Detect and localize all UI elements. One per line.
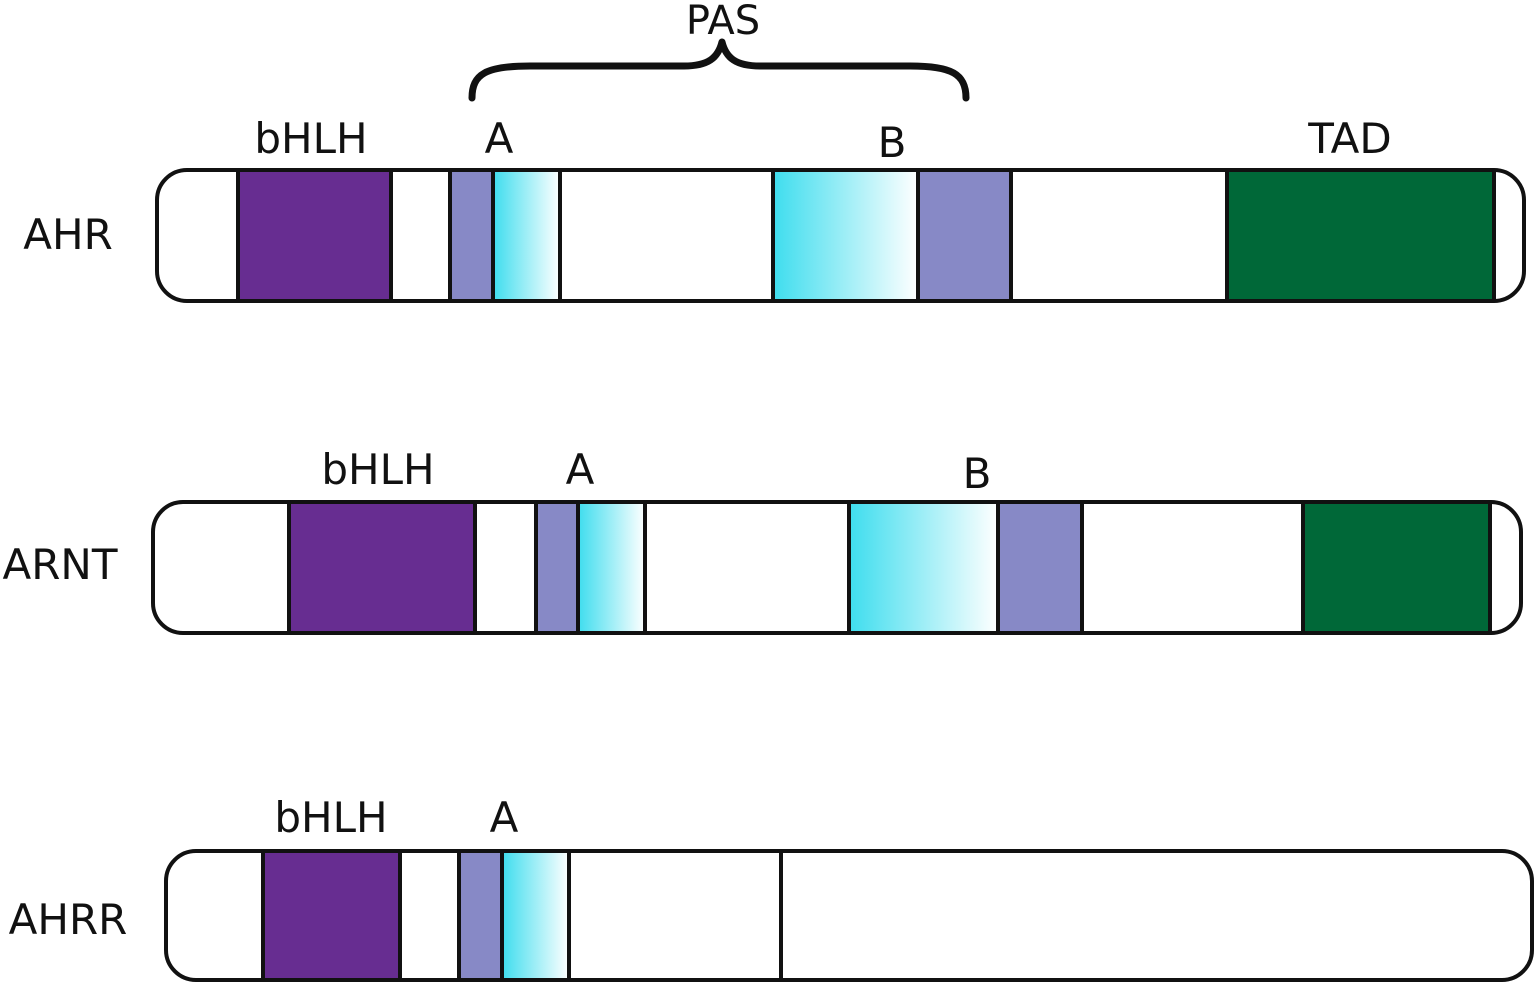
arnt-dividers bbox=[287, 502, 1492, 633]
arnt-outline bbox=[151, 500, 1523, 635]
arnt-pas-b-label: B bbox=[963, 449, 992, 498]
protein-arnt-name: ARNT bbox=[3, 540, 118, 589]
ahrr-bhlh-domain bbox=[263, 851, 400, 980]
arnt-pas-a-gradient-domain bbox=[578, 502, 645, 633]
ahr-bhlh-label: bHLH bbox=[254, 114, 367, 163]
pas-brace bbox=[468, 38, 970, 102]
arnt-tad-domain bbox=[1303, 502, 1490, 633]
ahrr-pas-a-label: A bbox=[490, 793, 519, 842]
protein-ahrr-name: AHRR bbox=[9, 895, 128, 944]
protein-ahr: AHR bHLH A B TAD bbox=[23, 114, 1526, 303]
arnt-pas-a-core bbox=[536, 502, 578, 633]
protein-ahrr: AHRR bHLH A bbox=[9, 793, 1534, 982]
ahrr-pas-a-core bbox=[459, 851, 502, 980]
ahrr-outline bbox=[164, 849, 1534, 982]
arnt-bhlh-label: bHLH bbox=[321, 445, 434, 494]
ahr-pas-a-gradient-domain bbox=[493, 170, 560, 301]
ahr-pas-a-label: A bbox=[485, 114, 514, 163]
arnt-pas-b-gradient-domain bbox=[849, 502, 998, 633]
ahr-bhlh-domain bbox=[238, 170, 391, 301]
ahr-tad-domain bbox=[1227, 170, 1494, 301]
ahr-tad-label: TAD bbox=[1307, 114, 1391, 163]
ahr-pas-b-core bbox=[918, 170, 1011, 301]
ahr-dividers bbox=[236, 170, 1496, 301]
ahr-pas-b-gradient-domain bbox=[773, 170, 918, 301]
arnt-pas-b-core bbox=[998, 502, 1082, 633]
protein-arnt: ARNT bHLH A B bbox=[3, 445, 1523, 635]
ahrr-dividers bbox=[261, 851, 783, 980]
protein-ahr-name: AHR bbox=[23, 210, 113, 259]
arnt-bhlh-domain bbox=[289, 502, 475, 633]
ahr-outline bbox=[155, 168, 1526, 303]
arnt-pas-a-label: A bbox=[566, 445, 595, 494]
pas-label: PAS bbox=[686, 0, 760, 44]
ahr-pas-b-label: B bbox=[878, 118, 907, 167]
ahrr-pas-a-gradient-domain bbox=[502, 851, 569, 980]
ahrr-bhlh-label: bHLH bbox=[274, 793, 387, 842]
ahr-pas-a-core bbox=[450, 170, 493, 301]
